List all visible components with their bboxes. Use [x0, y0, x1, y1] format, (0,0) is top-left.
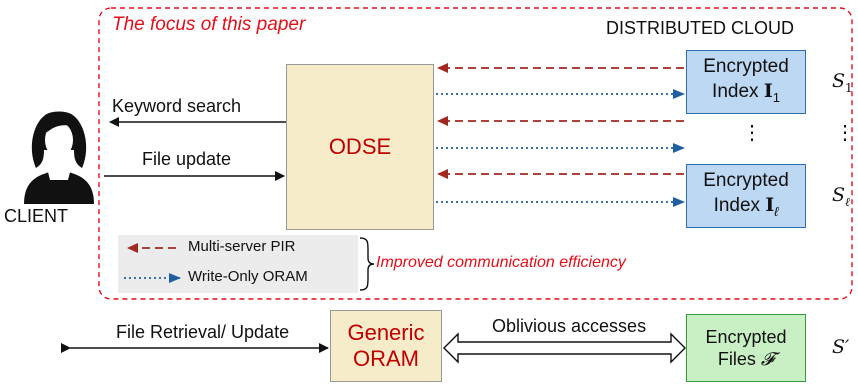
- odse-box: ODSE: [286, 64, 434, 230]
- index-l-line2: Index Iℓ: [713, 193, 779, 219]
- odse-label: ODSE: [328, 134, 392, 159]
- file-update-label: File update: [142, 149, 232, 169]
- cloud-label: DISTRIBUTED CLOUD: [606, 18, 795, 38]
- client-icon: [24, 111, 94, 204]
- files-line2: Files 𝓕: [717, 348, 775, 370]
- focus-label: The focus of this paper: [112, 14, 306, 35]
- index-ellipsis: ⋮: [742, 122, 762, 144]
- generic-oram-box: Generic ORAM: [330, 310, 442, 382]
- index-1-line2: Index I1: [712, 79, 780, 105]
- generic-oram-line1: Generic: [347, 320, 425, 345]
- generic-oram-line2: ORAM: [353, 346, 419, 371]
- keyword-search-label: Keyword search: [112, 96, 242, 116]
- server-ellipsis: ⋮: [835, 122, 855, 144]
- legend-oram-label: Write-Only ORAM: [188, 268, 308, 285]
- oblivious-accesses-label: Oblivious accesses: [492, 316, 647, 336]
- legend-background: [118, 235, 358, 293]
- oblivious-access-arrow: [443, 332, 686, 364]
- encrypted-index-box-l: Encrypted Index Iℓ: [686, 164, 806, 228]
- files-server-label: S′: [832, 336, 850, 358]
- improvement-label: Improved communication efficiency: [376, 254, 626, 271]
- client-label: CLIENT: [4, 206, 69, 226]
- index-1-line1: Encrypted: [703, 55, 789, 77]
- encrypted-index-box-1: Encrypted Index I1: [686, 50, 806, 114]
- legend-brace: [359, 237, 375, 291]
- server-label-1: S1: [832, 70, 853, 95]
- encrypted-files-box: Encrypted Files 𝓕: [686, 314, 806, 382]
- focus-region-border: [98, 7, 853, 300]
- index-l-line1: Encrypted: [703, 169, 789, 191]
- file-retrieval-label: File Retrieval/ Update: [116, 322, 290, 342]
- legend-pir-label: Multi-server PIR: [188, 238, 296, 255]
- server-label-l: Sℓ: [832, 184, 851, 209]
- files-line1: Encrypted: [705, 326, 787, 347]
